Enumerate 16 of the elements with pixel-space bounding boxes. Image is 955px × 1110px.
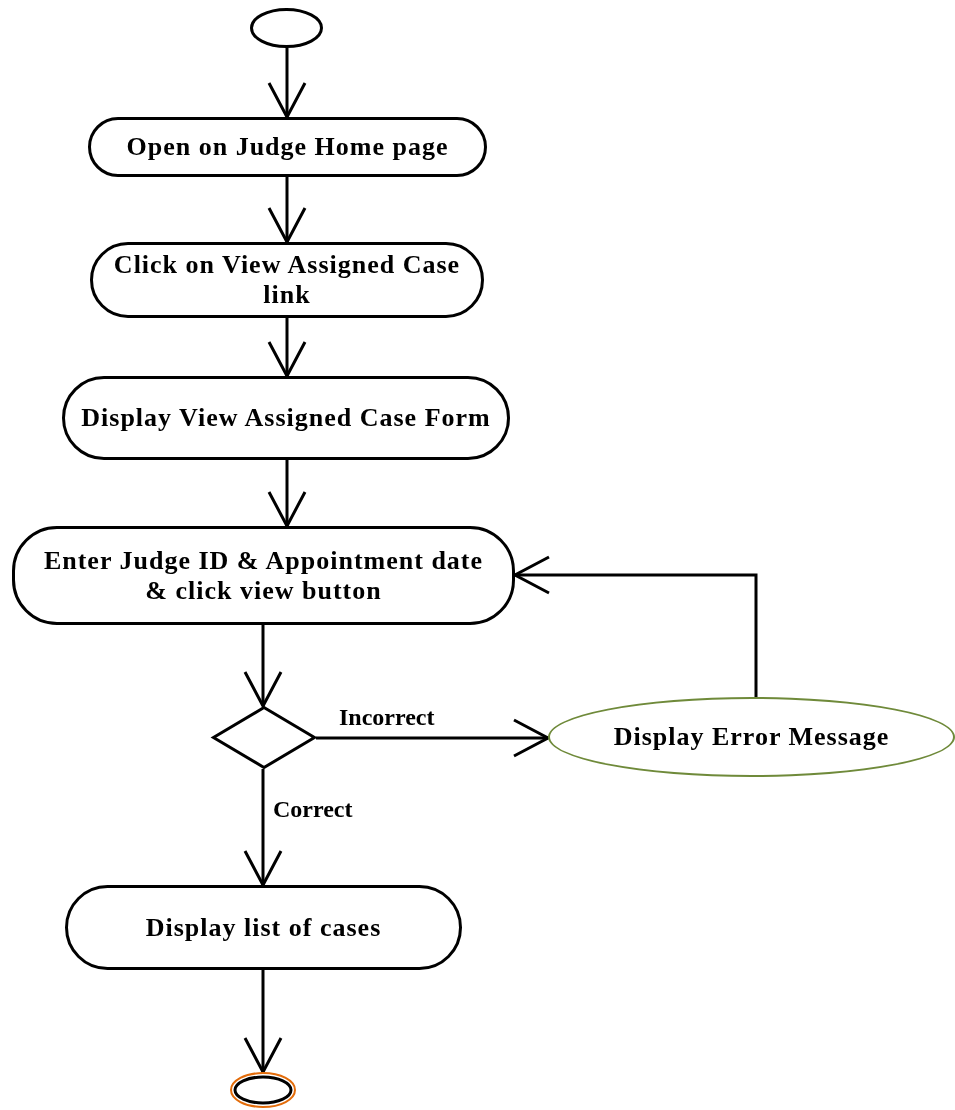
- arrow: [267, 177, 307, 244]
- activity-label: Display View Assigned Case Form: [80, 403, 492, 433]
- arrow: [267, 460, 307, 528]
- activity-label: Display list of cases: [144, 912, 383, 943]
- activity-label: Enter Judge ID & Appointment date & click view button: [42, 545, 485, 606]
- arrow: [243, 625, 283, 708]
- activity-label: Open on Judge Home page: [125, 132, 450, 162]
- arrow: [243, 769, 283, 887]
- arrow: [316, 718, 550, 758]
- arrow: [267, 48, 307, 119]
- activity-label: Click on View Assigned Case link: [112, 250, 462, 310]
- arrow: [513, 555, 758, 697]
- activity-label: Display Error Message: [612, 722, 891, 752]
- activity-box: [88, 117, 487, 177]
- arrow: [267, 318, 307, 378]
- arrow: [243, 970, 283, 1074]
